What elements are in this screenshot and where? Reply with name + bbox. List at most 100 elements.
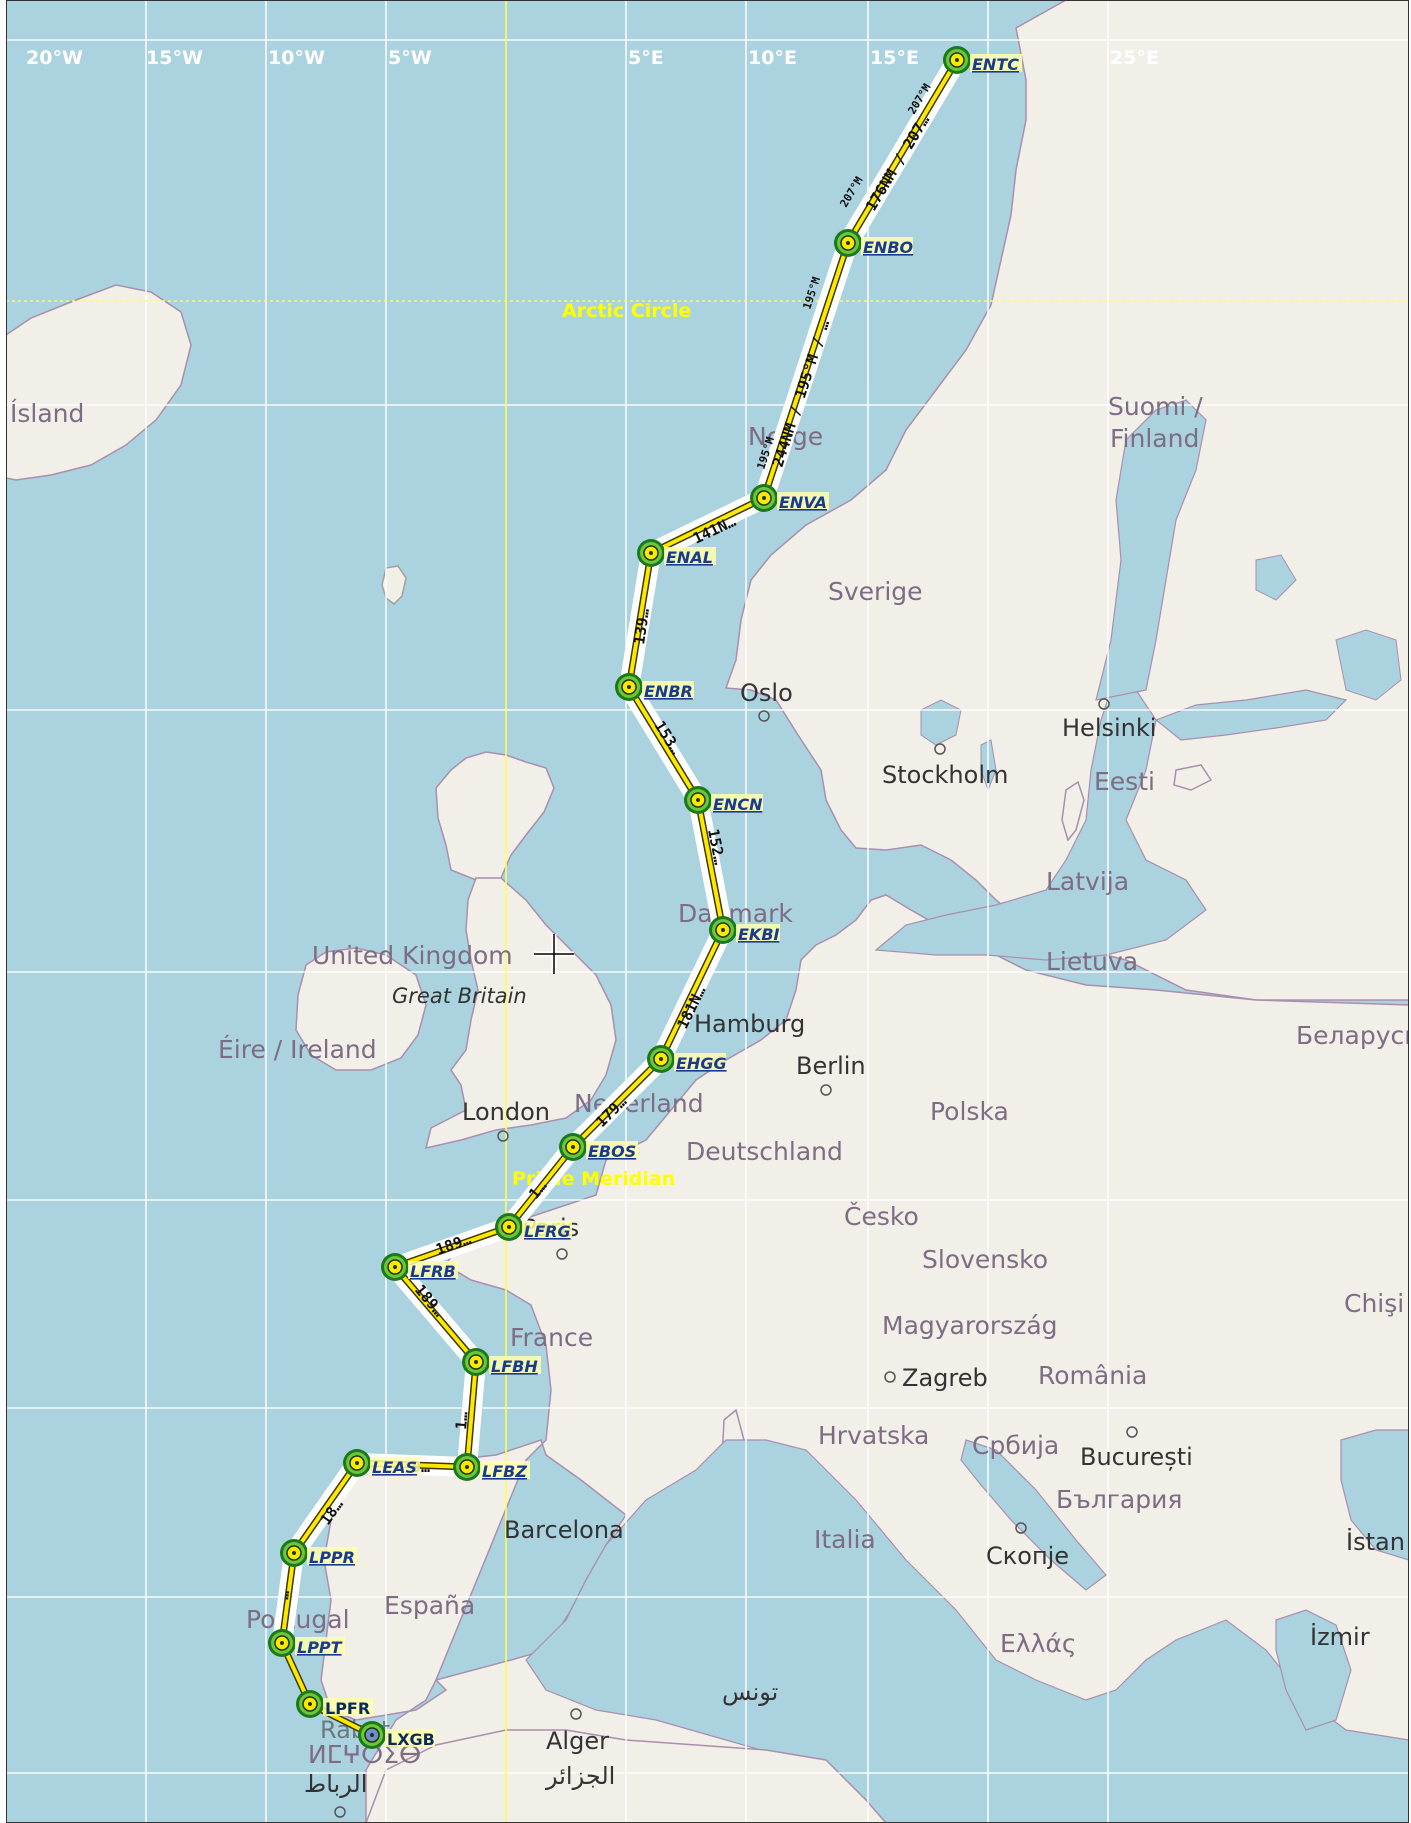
england-landmass (424, 877, 617, 1150)
leg-label-enal-enbr: 139… (630, 607, 653, 645)
waypoint-enbr[interactable] (615, 673, 643, 701)
city-label-alger: Alger (546, 1727, 609, 1755)
waypoint-lppr[interactable] (280, 1539, 308, 1567)
ireland-landmass (295, 947, 427, 1071)
capital-marker (1098, 698, 1110, 710)
waypoint-lfbh[interactable] (462, 1348, 490, 1376)
country-label-ireland: Éire / Ireland (218, 1035, 377, 1064)
city-label-skopje: Скопје (986, 1542, 1069, 1570)
waypoint-enal[interactable] (637, 539, 665, 567)
lon-label-5e: 5°E (628, 47, 664, 69)
capital-marker (820, 1084, 832, 1096)
waypoint-label-enbr: ENBR (644, 682, 693, 701)
graticule (6, 0, 1409, 1823)
country-labels: Ísland Norge Sverige Suomi / Finland Uni… (10, 392, 1409, 1769)
waypoint-label-lfrg: LFRG (524, 1222, 571, 1241)
leg-label-enbo-entc: 176NM / 207… (862, 112, 933, 214)
waypoint-lfbz[interactable] (453, 1453, 481, 1481)
lon-label-10e: 10°E (748, 47, 797, 69)
map-canvas[interactable]: 20°W 15°W 10°W 5°W 5°E 10°E 15°E 25°E Ar… (6, 0, 1409, 1823)
city-label-alger-ar: الجزائر (545, 1762, 615, 1790)
lon-label-5w: 5°W (388, 47, 432, 69)
country-label-denmark: Danmark (678, 899, 793, 928)
route-line-fill (280, 58, 959, 1737)
country-label-sweden: Sverige (828, 577, 923, 606)
waypoint-encn[interactable] (684, 786, 712, 814)
country-label-belarus: Беларусь (1296, 1021, 1409, 1050)
country-label-finland-2: Finland (1110, 424, 1199, 453)
waypoint-entc[interactable] (943, 46, 971, 74)
region-label-great-britain: Great Britain (392, 984, 527, 1008)
waypoint-ekbi[interactable] (709, 916, 737, 944)
waypoint-lppt[interactable] (268, 1629, 296, 1657)
country-label-serbia: Србија (972, 1431, 1059, 1460)
waypoint-label-enbo: ENBO (863, 238, 914, 257)
waypoint-label-lppr: LPPR (309, 1548, 355, 1567)
waypoint-enva[interactable] (750, 484, 778, 512)
city-label-tunis-ar: تونس (722, 1678, 778, 1706)
waypoint-label-enva: ENVA (779, 493, 827, 512)
iceland-landmass (6, 284, 192, 481)
waypoint-label-ekbi: EKBI (738, 925, 780, 944)
city-label-helsinki: Helsinki (1062, 714, 1156, 742)
country-label-spain: España (384, 1591, 475, 1620)
country-label-france: France (510, 1323, 593, 1352)
country-label-poland: Polska (930, 1097, 1009, 1126)
capital-marker (1015, 1522, 1027, 1534)
waypoint-label-ebos: EBOS (588, 1142, 636, 1161)
adriatic-sea (960, 1439, 1107, 1591)
capital-marker (1126, 1426, 1138, 1438)
faroe-islands (381, 565, 407, 605)
waypoint-label-entc: ENTC (972, 55, 1019, 74)
country-label-italy: Italia (814, 1525, 876, 1554)
capital-marker (556, 1248, 568, 1260)
waypoint-lfrb[interactable] (381, 1253, 409, 1281)
country-label-slovakia: Slovensko (922, 1245, 1048, 1274)
country-label-latvia: Latvija (1046, 867, 1129, 896)
black-sea (1340, 1429, 1409, 1561)
capital-marker (758, 710, 770, 722)
lake-finland (1255, 554, 1297, 601)
lon-label-15e: 15°E (870, 47, 919, 69)
city-label-zagreb: Zagreb (902, 1364, 988, 1392)
capital-marker (497, 1130, 509, 1142)
country-label-moldova: Chişi (1344, 1289, 1404, 1318)
capital-marker (334, 1806, 346, 1818)
waypoint-leas[interactable] (343, 1449, 371, 1477)
baltic-island-1 (1061, 780, 1085, 842)
city-label-izmir: İzmir (1310, 1622, 1370, 1651)
country-label-iceland: Ísland (10, 399, 84, 428)
aegean-sea (1275, 1609, 1352, 1731)
city-label-stockholm: Stockholm (882, 761, 1008, 789)
capital-marker (884, 1371, 896, 1383)
city-label-oslo: Oslo (740, 679, 793, 707)
city-labels: Oslo Stockholm Helsinki Hamburg Berlin L… (304, 679, 1405, 1818)
capital-marker (570, 1708, 582, 1720)
waypoint-lpfr[interactable] (296, 1690, 324, 1718)
country-label-germany: Deutschland (686, 1137, 843, 1166)
country-label-finland-1: Suomi / (1108, 392, 1203, 421)
lon-label-20w: 20°W (26, 47, 83, 69)
waypoint-label-lfrb: LFRB (410, 1262, 456, 1281)
city-label-barcelona: Barcelona (504, 1516, 624, 1544)
waypoint-ehgg[interactable] (647, 1045, 675, 1073)
waypoint-labels: ENTC ENBO ENVA ENAL ENBR ENCN EKBI EHGG … (295, 54, 1022, 1749)
waypoint-label-lxgb: LXGB (387, 1730, 435, 1749)
city-label-hamburg: Hamburg (694, 1010, 805, 1038)
leg-label-lfbh-lfbz: 1… (452, 1411, 472, 1431)
country-label-greece: Ελλάς (1000, 1629, 1077, 1658)
waypoint-markers[interactable] (268, 46, 971, 1749)
city-label-berlin: Berlin (796, 1052, 866, 1080)
waypoint-enbo[interactable] (834, 229, 862, 257)
waypoint-lxgb[interactable] (358, 1721, 386, 1749)
lon-label-15w: 15°W (146, 47, 203, 69)
map-view[interactable]: 20°W 15°W 10°W 5°W 5°E 10°E 15°E 25°E Ar… (6, 0, 1409, 1823)
waypoint-ebos[interactable] (559, 1133, 587, 1161)
country-label-croatia: Hrvatska (818, 1421, 929, 1450)
longitude-labels: 20°W 15°W 10°W 5°W 5°E 10°E 15°E 25°E (26, 47, 1159, 69)
route-layer[interactable]: 176NM / 207… 207°M 207°M 244NM / 195°M /… (268, 46, 1022, 1749)
lon-label-10w: 10°W (268, 47, 325, 69)
waypoint-label-lpfr: LPFR (325, 1699, 370, 1718)
waypoint-lfrg[interactable] (495, 1213, 523, 1241)
waypoint-label-lfbz: LFBZ (482, 1462, 527, 1481)
